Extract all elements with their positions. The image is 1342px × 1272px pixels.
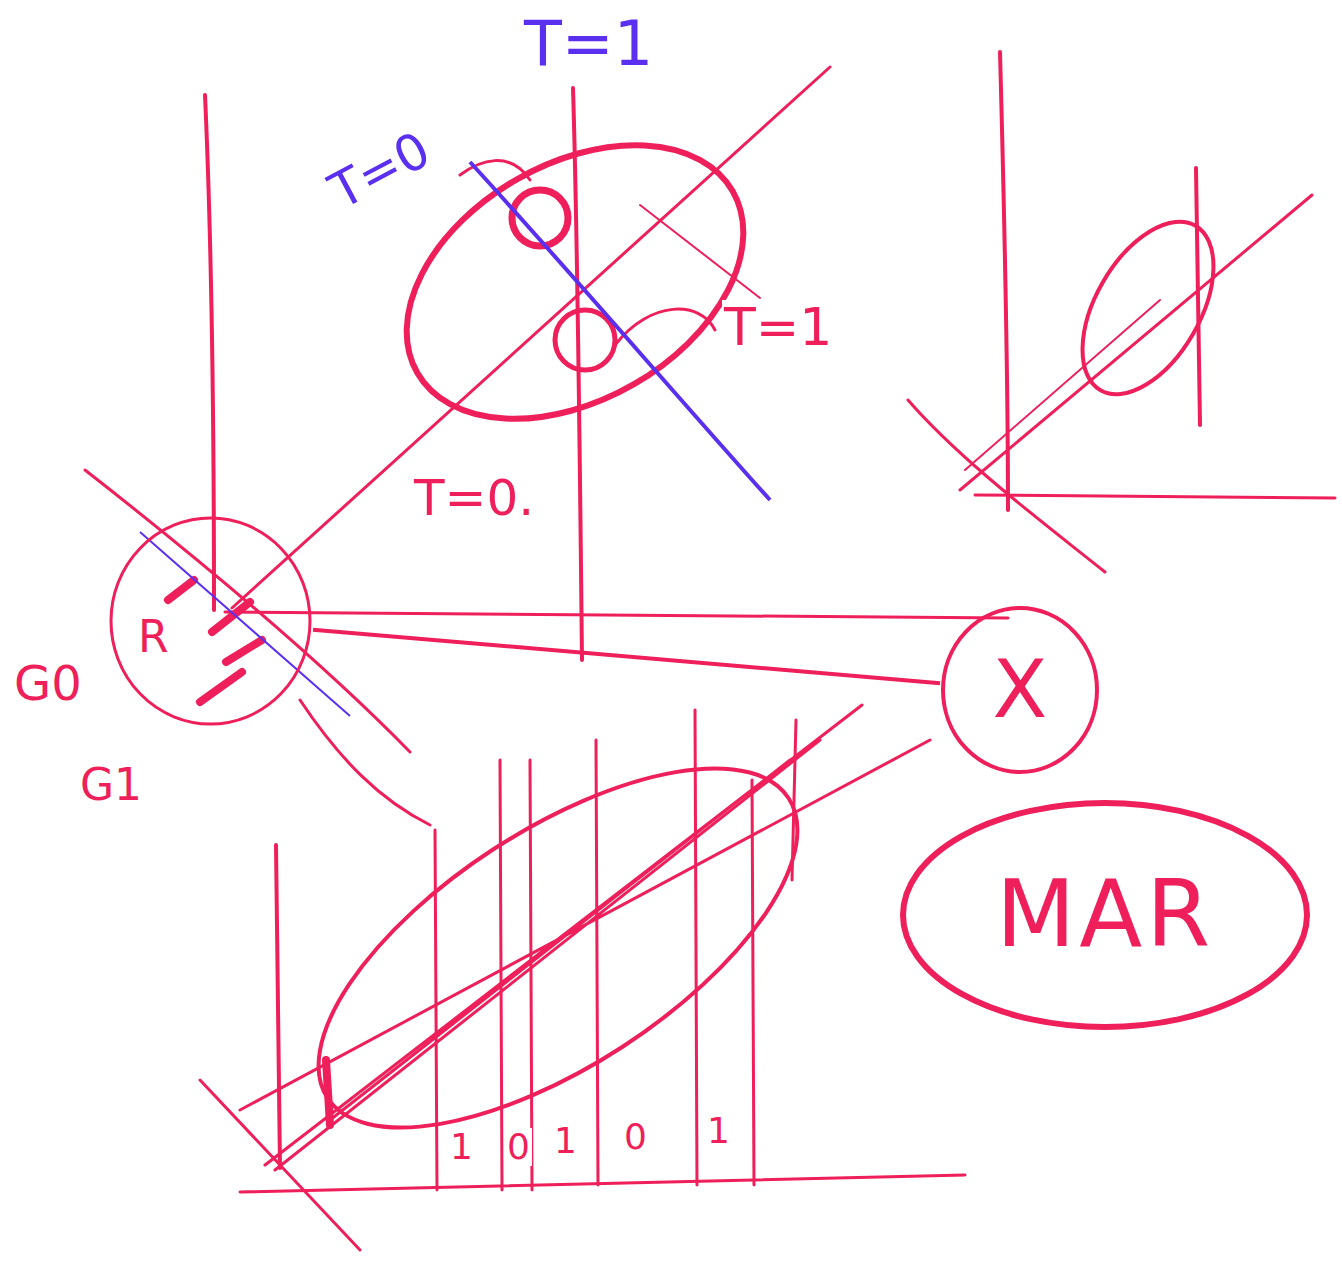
- group-label: G0: [12, 658, 84, 708]
- indicator-digit: 1: [448, 1128, 475, 1166]
- diagonal-line: [960, 195, 1312, 490]
- group-circle: [555, 310, 615, 370]
- treatment-label: T=1: [522, 12, 655, 76]
- indicator-digit: 0: [622, 1118, 649, 1156]
- slanted-line: [908, 400, 1105, 572]
- vertical-line: [1196, 168, 1200, 425]
- group-label: G1: [78, 762, 144, 808]
- node-outline: [943, 608, 1097, 772]
- treatment-label: T=1: [722, 300, 834, 354]
- blue-line: [140, 532, 350, 716]
- treatment-label: T=0.: [412, 472, 536, 524]
- diagonal-line: [965, 300, 1160, 470]
- node-text: R: [138, 615, 169, 659]
- indicator-digit: 1: [705, 1112, 732, 1150]
- axis-line: [975, 495, 1335, 498]
- axis-line: [276, 845, 280, 1168]
- axis-line: [240, 1175, 965, 1192]
- axis-line: [1000, 52, 1008, 510]
- curve-stroke: [300, 700, 430, 825]
- axis-line: [205, 95, 214, 610]
- node-text: X: [993, 650, 1048, 730]
- circle-node: R: [108, 515, 313, 727]
- fit-line: [200, 705, 930, 1250]
- indicator-digit: 1: [552, 1122, 579, 1160]
- connector-line: [313, 630, 940, 683]
- tick-marks: [326, 1060, 330, 1125]
- indicator-digit: 0: [505, 1128, 532, 1166]
- ellipse-node: MAR: [900, 800, 1310, 1030]
- vertical-line: [573, 88, 582, 660]
- data-ellipse: [1055, 200, 1240, 417]
- partition-line: [435, 710, 796, 1190]
- treatment-label: T=0: [320, 122, 440, 219]
- node-outline: [903, 803, 1307, 1027]
- node-text: MAR: [996, 869, 1214, 961]
- node-outline: [111, 518, 310, 724]
- circle-node: X: [940, 605, 1100, 775]
- axis-line: [225, 612, 1008, 618]
- sketch-strokes: [85, 52, 1335, 1250]
- leader-line: [640, 205, 760, 298]
